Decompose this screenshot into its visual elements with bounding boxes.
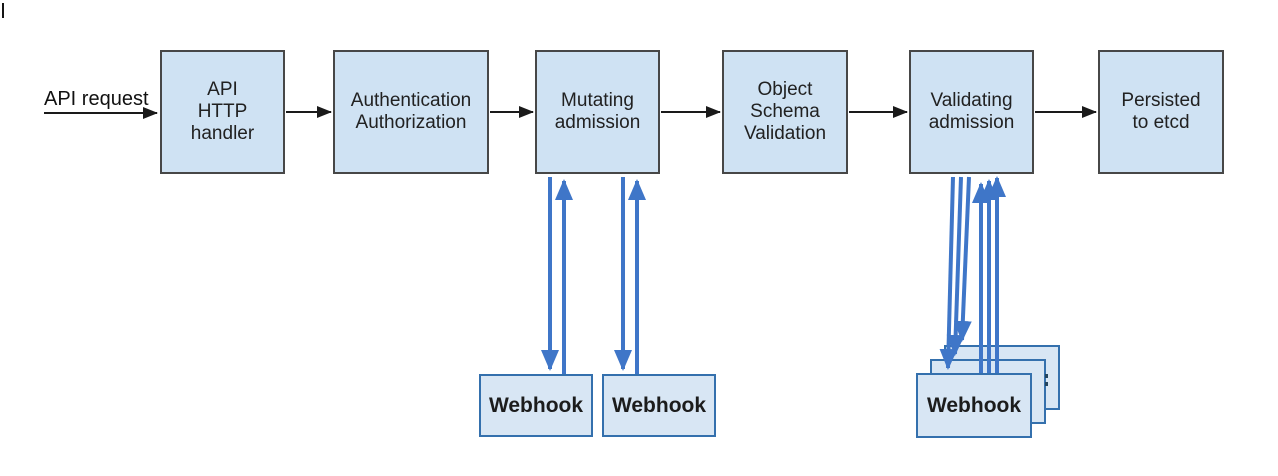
node-persisted-to-etcd: Persisted to etcd [1098,50,1224,174]
webhook-validating-stack-front: Webhook [916,373,1032,438]
node-mutating-admission: Mutating admission [535,50,660,174]
webhook-arrow-validating-down-1 [939,176,958,370]
node-mutating-admission-label: Mutating admission [554,90,641,133]
artifact-dot [1045,374,1048,378]
node-api-http-handler: API HTTP handler [160,50,285,174]
node-persisted-to-etcd-label: Persisted to etcd [1121,90,1201,133]
webhook-mutating-2: Webhook [602,374,716,437]
webhook-mutating-1-label: Webhook [488,393,584,417]
node-object-schema-validation-label: Object Schema Validation [743,79,827,144]
artifact-tick [2,3,4,18]
node-validating-admission: Validating admission [909,50,1034,174]
node-authentication-authorization: Authentication Authorization [333,50,489,174]
node-validating-admission-label: Validating admission [928,90,1015,133]
node-api-http-handler-label: API HTTP handler [190,79,255,144]
node-object-schema-validation: Object Schema Validation [722,50,848,174]
webhook-mutating-1: Webhook [479,374,593,437]
artifact-dot [1045,382,1048,386]
node-authentication-authorization-label: Authentication Authorization [350,90,472,133]
webhook-arrow-validating-down-2 [946,176,965,356]
webhook-mutating-2-label: Webhook [611,393,707,417]
webhook-arrow-validating-down-3 [953,176,972,342]
webhook-validating-label: Webhook [926,393,1022,417]
api-request-label: API request [44,88,149,110]
